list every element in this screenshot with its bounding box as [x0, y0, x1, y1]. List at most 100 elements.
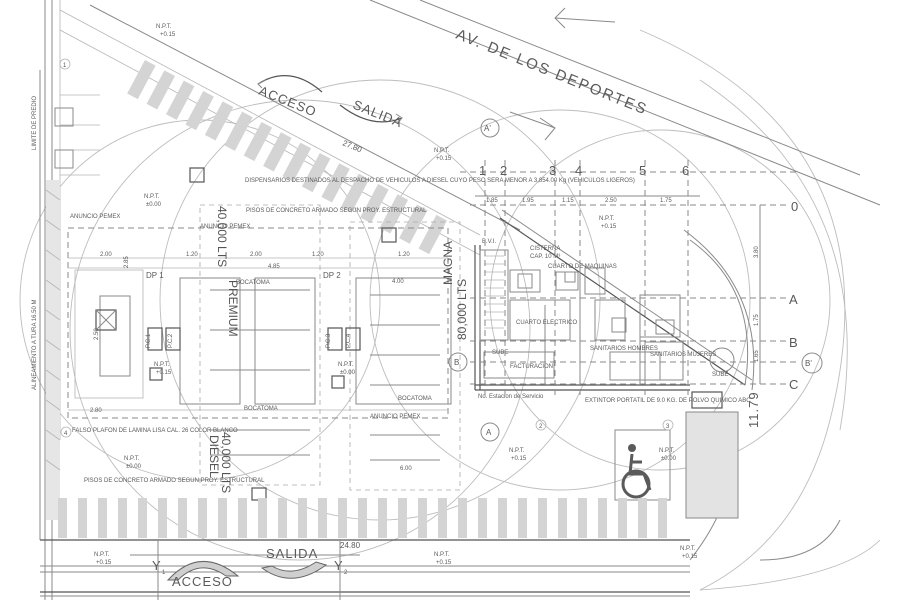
bocatoma-label-2: BOCATOMA: [244, 406, 278, 412]
svg-text:+0.15: +0.15: [682, 554, 698, 560]
extinguisher-note: EXTINTOR PORTATIL DE 9.0 KG. DE POLVO QU…: [585, 398, 751, 404]
diesel-note: DISPENSARIOS DESTINADOS AL DESPACHO DE V…: [245, 178, 635, 184]
access-bottom-label: ACCESO: [172, 574, 233, 589]
svg-text:6: 6: [682, 163, 690, 178]
access-arrow-top-icon: [257, 75, 403, 125]
svg-text:0: 0: [791, 199, 799, 214]
svg-text:Y: Y: [152, 558, 162, 573]
svg-text:2.00: 2.00: [250, 252, 262, 258]
ceiling-note: FALSO PLAFON DE LAMINA LISA CAL. 26 COLO…: [72, 428, 238, 434]
svg-text:6.00: 6.00: [400, 466, 412, 472]
right-curved-boundary: [683, 229, 881, 591]
dispenser-1-label: DP 1: [146, 271, 164, 280]
accessibility-icon: [614, 429, 671, 501]
room-sube-1: SUBE: [492, 350, 508, 356]
avenue-label: AV. DE LOS DEPORTES: [454, 26, 651, 119]
right-height-dimension: 11.79: [746, 391, 761, 428]
anuncio-pemex-top: ANUNCIO PEMEX: [70, 214, 120, 220]
svg-text:+0.15: +0.15: [511, 456, 527, 462]
svg-text:3: 3: [666, 424, 670, 430]
svg-text:2.00: 2.00: [100, 252, 112, 258]
top-width-dimension: 27.80: [341, 139, 363, 155]
svg-text:N.P.T.: N.P.T.: [156, 24, 172, 30]
magna-capacity-label: 80,000 LTS: [455, 279, 469, 340]
bocatoma-label-3: BOCATOMA: [398, 396, 432, 402]
svg-text:+0.15: +0.15: [156, 370, 172, 376]
svg-text:1.85: 1.85: [486, 198, 498, 204]
svg-text:±0.00: ±0.00: [340, 370, 356, 376]
dispenser-symbols: [95, 167, 397, 501]
anuncio-pemex-mid: ANUNCIO PEMEX: [200, 224, 250, 230]
anuncio-pemex-bottom: ANUNCIO PEMEX: [370, 414, 420, 420]
floor-note-top: PISOS DE CONCRETO ARMADO SEGUN PROY. EST…: [246, 208, 427, 214]
bottom-grid-markers: Y 1 Y 2: [152, 540, 348, 600]
traffic-arrow-icon: [509, 7, 616, 141]
diesel-tank-label: DIESEL: [207, 435, 221, 478]
room-sube-2: SUBE: [712, 372, 728, 378]
svg-text:N.P.T.: N.P.T.: [434, 148, 450, 154]
grid-spacing-dims: 1.85 1.95 1.15 2.50 1.75 3.80 1.75 1.65: [486, 198, 760, 362]
svg-text:A: A: [486, 428, 492, 437]
room-facturacion: FACTURACION: [510, 364, 553, 370]
svg-text:Y: Y: [334, 558, 344, 573]
left-hatch-strip: [45, 180, 61, 520]
svg-text:N.P.T.: N.P.T.: [659, 448, 675, 454]
svg-text:+0.15: +0.15: [436, 560, 452, 566]
svg-text:4.85: 4.85: [268, 264, 280, 270]
svg-text:1.20: 1.20: [398, 252, 410, 258]
svg-text:N.P.T.: N.P.T.: [680, 546, 696, 552]
level-markers: N.P.T. +0.15 N.P.T. ±0.00 N.P.T. +0.15 N…: [94, 24, 698, 566]
svg-text:1.20: 1.20: [186, 252, 198, 258]
left-boundary: [39, 70, 100, 540]
svg-text:1.65: 1.65: [754, 350, 760, 362]
svg-text:4.00: 4.00: [392, 279, 404, 285]
svg-text:1: 1: [63, 63, 67, 69]
parking-stripes-bottom: [58, 498, 667, 538]
svg-text:4: 4: [575, 163, 583, 178]
svg-text:2.85: 2.85: [124, 256, 130, 268]
svg-text:N.P.T.: N.P.T.: [599, 216, 615, 222]
svg-text:1.75: 1.75: [660, 198, 672, 204]
diesel-capacity-label: 40,000 LTS: [219, 432, 233, 493]
exit-bottom-label: SALIDA: [266, 546, 318, 561]
svg-text:+0.15: +0.15: [436, 156, 452, 162]
svg-text:3.80: 3.80: [754, 246, 760, 258]
svg-text:N.P.T.: N.P.T.: [144, 194, 160, 200]
svg-text:B: B: [454, 358, 459, 367]
svg-text:1.95: 1.95: [522, 198, 534, 204]
room-cisterna-cap: CAP. 10 M³: [530, 254, 560, 260]
svg-text:+0.15: +0.15: [96, 560, 112, 566]
svg-text:2.50: 2.50: [94, 328, 100, 340]
bottom-width-dimension: 24.80: [340, 541, 361, 550]
structural-grid: [460, 160, 800, 395]
room-electrico: CUARTO ELECTRICO: [516, 320, 577, 326]
svg-text:P.C.1: P.C.1: [146, 333, 152, 348]
svg-text:C: C: [789, 377, 799, 392]
dispenser-2-label: DP 2: [323, 271, 341, 280]
building-walls: [474, 209, 753, 391]
bocatoma-label-1: BOCATOMA: [236, 280, 270, 286]
planter-hatch: [685, 391, 739, 519]
svg-text:+0.15: +0.15: [160, 32, 176, 38]
svg-text:N.P.T.: N.P.T.: [509, 448, 525, 454]
premium-tank-label: PREMIUM: [226, 280, 240, 337]
svg-text:B: B: [789, 335, 799, 350]
svg-text:5: 5: [639, 163, 647, 178]
svg-text:P.C.4: P.C.4: [346, 333, 352, 348]
svg-text:1: 1: [162, 570, 166, 576]
magna-tank-label: MAGNA: [441, 241, 455, 285]
svg-text:1.20: 1.20: [312, 252, 324, 258]
svg-text:N.P.T.: N.P.T.: [154, 362, 170, 368]
exit-top-label: SALIDA: [351, 97, 405, 130]
room-bvi: B.V.I.: [482, 239, 496, 245]
alignment-label: ALINEAMIENTO A TURA 16.50 M: [32, 300, 38, 390]
svg-text:N.P.T.: N.P.T.: [338, 362, 354, 368]
svg-text:B': B': [805, 359, 812, 368]
bottom-road-lines: [40, 539, 690, 597]
canopy-area: [67, 204, 461, 491]
station-number-label: No. Estacion de Servicio: [478, 394, 544, 400]
reference-circles: 1 2 3 4: [59, 58, 674, 438]
svg-text:±0.00: ±0.00: [661, 456, 677, 462]
svg-text:P.C.2: P.C.2: [168, 333, 174, 348]
room-maquinas: CUARTO DE MAQUINAS: [548, 264, 617, 270]
